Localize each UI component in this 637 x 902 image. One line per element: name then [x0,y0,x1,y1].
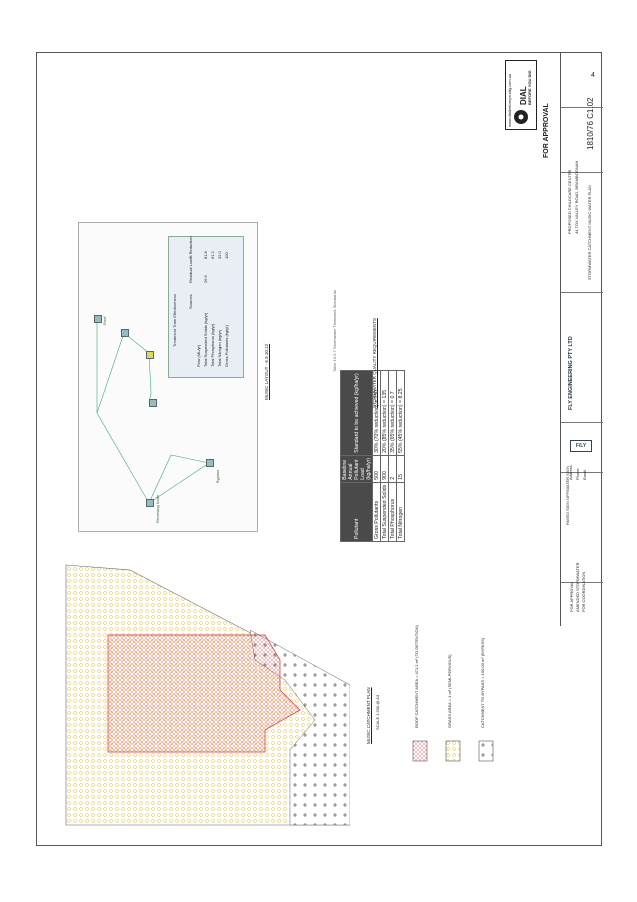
table-row: Total Phosphorus 2 35% (65% reduction) =… [388,370,397,542]
company-logo: F/LY [570,440,592,452]
title-block-divider [561,472,603,473]
catchment-plan [65,564,350,826]
legend-label-bypass: CATCHMENT TO BYPASS = 190.00 m² (BYPASS) [480,637,485,728]
drawing-number: 1810/76 C1.02 [586,97,595,151]
dialog-row-label: Total Nitrogen (kg/yr) [217,329,222,367]
drawing-title: PAVED SIGN OFF/WATER SIGN [565,466,570,525]
revision-entry: FOR APPROVAL [569,581,574,612]
dialog-col-reduction: % Reduction [188,236,193,259]
title-block-divider [561,582,603,583]
music-node-links [96,319,210,504]
table-row: Total Suspended Solids 900 20% (85% redu… [380,370,389,542]
company-name: FLY ENGINEERING PTY LTD [568,336,574,410]
title-block-divider [561,292,603,293]
standards-table-caption: Table 10.6.7 Stormwater Treatment Standa… [332,290,337,372]
sheet-description: STORMWATER CATCHMENT MUSIC WATER PLAN [587,185,592,280]
dial-before-you-dig-logo: DIAL BEFORE YOU DIG www.dialbeforeyoudig… [505,60,537,130]
revision-entry: AMENDED STORMWATER [575,562,580,612]
music-node-label-bypass: Bypass [215,469,220,483]
revision-entry: FOR COORDINATION [581,571,586,612]
dialog-col-residual: Residual Load [188,257,193,283]
legend-label-grass: GRASS AREA = 1 m² (SEMI-PERVIOUS) [447,654,452,728]
music-node-label-receiving: Receiving Node [155,494,160,523]
dialog-row-label: Total Suspended Solids (kg/yr) [203,312,208,367]
dialog-row-label: Flow (ML/yr) [196,344,201,367]
title-block-divider [561,172,603,173]
bypass-area-pattern [250,630,350,825]
catchment-plan-title: MUSIC CATCHMENT PLAN [366,687,371,744]
title-block [560,52,603,626]
dialog-cell: 32.0 [217,251,222,259]
dialog-row-label: Total Phosphorus (kg/yr) [210,323,215,367]
legend-swatch-grass [445,740,461,762]
music-node-label-roof: Roof [102,316,107,325]
table-cell: Total Phosphorus [388,482,397,542]
music-node-rainwater-tank [121,329,129,337]
roof-area [107,634,301,753]
legend-label-roof: ROOF CATCHMENT AREA = 471.2 m² (TO DETEN… [414,625,419,728]
table-cell: Gross Pollutants [372,482,381,542]
drawing-sheet [36,52,602,846]
table-header: Standard to be achieved (kg/ha/yr) [340,370,373,456]
approval-stamp: FOR APPROVAL [543,103,550,158]
music-node-gpt [149,399,157,407]
music-node-receiving [146,499,154,507]
email-label: Email [582,469,587,480]
dialog-cell: 100 [224,252,229,259]
table-header-row: Pollutant Baseline Annual Pollutant Load… [340,370,373,542]
legend-swatch-roof [412,740,428,762]
table-cell: 900 [380,455,389,483]
title-block-divider [561,107,603,108]
table-cell: 2 [388,455,397,483]
music-node-detention-tank [146,351,154,359]
dial-slogan: BEFORE YOU DIG [527,70,532,105]
music-node-bypass [206,459,214,467]
music-layout-caption: MUSIC LAYOUT - 6.9.10.12 [264,343,269,400]
table-cell: 500 [372,455,381,483]
dialog-cell: 61.2 [210,251,215,259]
table-cell: 15 [396,455,405,483]
table-cell: 55% (45% reduction) = 8.25 [396,370,405,456]
table-cell: Total Suspended Solids [380,482,389,542]
music-layout-screenshot: Treatment Train Effectiveness Sources Re… [78,222,258,532]
dialog-cell: 81.8 [203,251,208,259]
table-header: Baseline Annual Pollutant Load (kg/ha/yr… [340,455,373,483]
standards-table-footnote: STORMWATER QUALITY REQUIREMENTS [372,318,377,408]
dialog-cell: 26.6 [203,275,208,283]
dialog-row-label: Gross Pollutants (kg/yr) [224,325,229,367]
dial-url: www.dialbeforeyoudig.com.au [507,73,512,127]
table-row: Total Nitrogen 15 55% (45% reduction) = … [396,370,405,542]
treatment-dialog: Treatment Train Effectiveness Sources Re… [168,236,244,378]
table-header: Pollutant [340,482,373,542]
dial-phone-icon [514,110,528,124]
table-cell: Total Nitrogen [396,482,405,542]
catchment-scale-note: SCALE 1:200 @ A3 [375,694,380,730]
title-block-divider [561,422,603,423]
revision-number: 4 [591,72,595,79]
table-cell: 35% (65% reduction) = 0.7 [388,370,397,456]
phone-label: Phone [575,468,580,480]
music-node-roof [94,315,102,323]
dialog-header: Treatment Train Effectiveness [172,294,177,347]
dialog-col-sources: Sources [188,294,193,309]
project-line-1: PROPOSED CHILDCARE CENTRE [567,169,572,234]
table-cell: 20% (85% reduction) = 135 [380,370,389,456]
project-line-2: 44 TOX VALLEY ROAD, BRAMBOONAH [574,160,579,234]
legend-swatch-bypass [478,740,494,762]
